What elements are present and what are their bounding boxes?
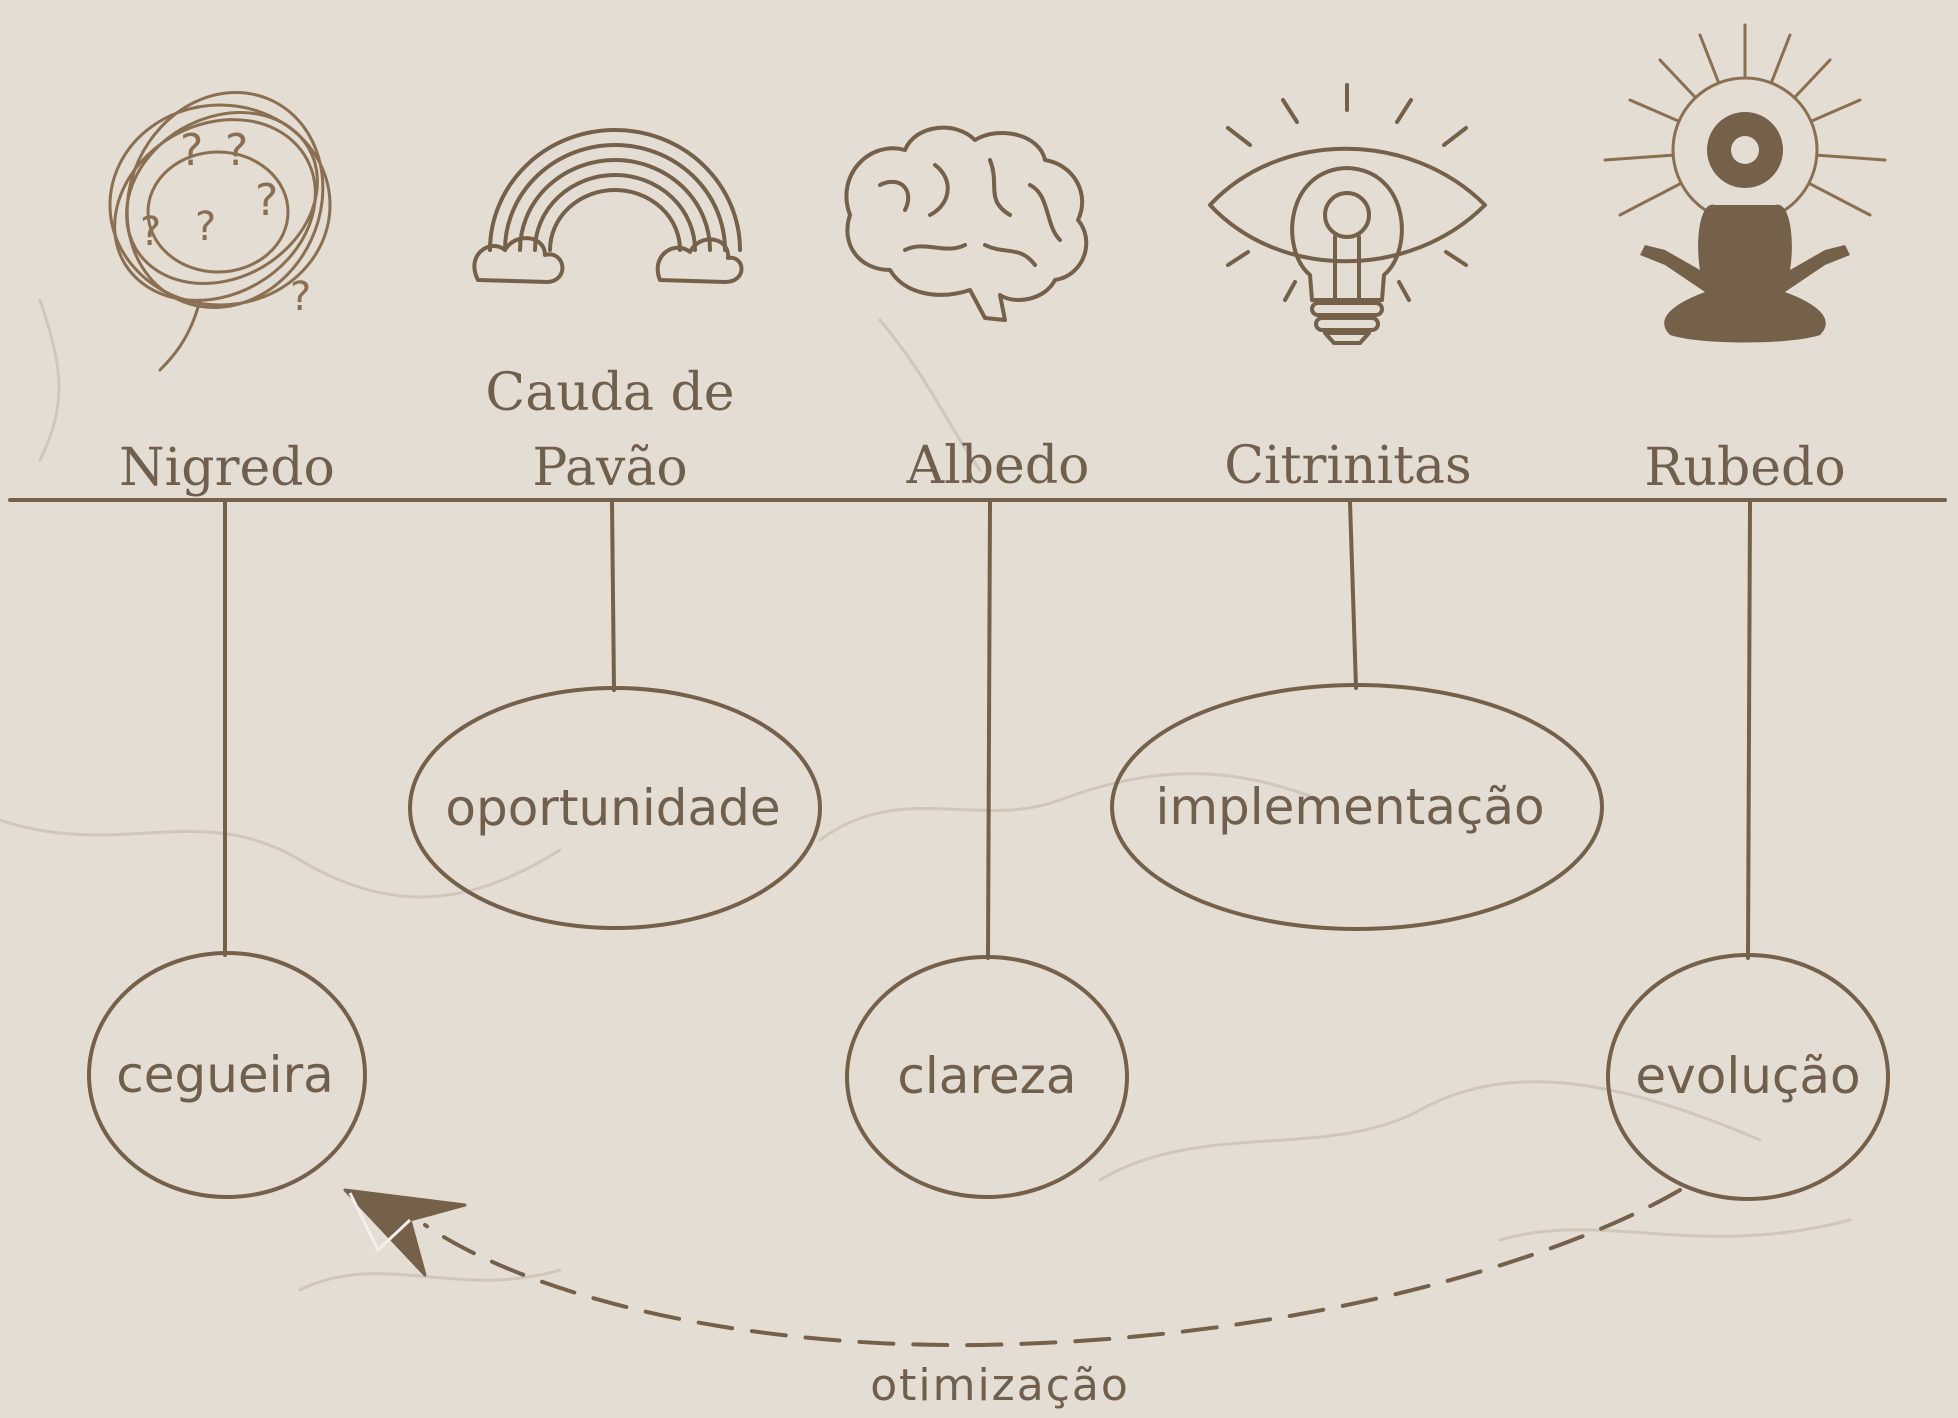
node-clareza (845, 955, 1129, 1199)
node-label-evolucao: evolução (1635, 1047, 1860, 1105)
stage-labels: Nigredo Cauda de Pavão Albedo Citrinitas… (119, 363, 1845, 498)
stage-label-rubedo: Rubedo (1644, 438, 1845, 498)
svg-text:?: ? (180, 125, 203, 176)
parchment-texture (0, 298, 1852, 1292)
stage-label-cauda-line2: Pavão (532, 438, 687, 498)
connector-rubedo (1746, 500, 1752, 960)
loop-arrowhead (343, 1188, 467, 1277)
stage-label-albedo: Albedo (906, 436, 1090, 496)
node-label-implementacao: implementação (1155, 778, 1544, 836)
node-implementacao (1110, 683, 1604, 931)
optimization-loop: otimização (343, 1188, 1682, 1411)
connector-cauda (610, 500, 616, 692)
stage-label-cauda-line1: Cauda de (485, 363, 734, 423)
tangled-question-marks-icon: ? ? ? ? ? ? (108, 91, 332, 372)
node-oportunidade (408, 686, 822, 930)
svg-text:?: ? (225, 125, 248, 176)
rainbow-icon (472, 128, 744, 284)
loop-arrow-path (423, 1188, 1682, 1348)
meditating-figure-icon (1603, 23, 1887, 343)
eye-lightbulb-icon (1208, 83, 1487, 345)
loop-label: otimização (870, 1360, 1130, 1411)
node-label-oportunidade: oportunidade (445, 779, 780, 837)
node-cegueira (87, 951, 367, 1199)
connector-citrinitas (1348, 500, 1358, 690)
stage-label-citrinitas: Citrinitas (1224, 436, 1472, 496)
brain-icon (844, 125, 1089, 322)
svg-text:?: ? (255, 175, 278, 226)
connectors (223, 500, 1752, 960)
svg-text:?: ? (195, 204, 216, 250)
svg-text:?: ? (140, 209, 161, 255)
svg-text:?: ? (290, 274, 311, 320)
connector-albedo (986, 500, 992, 960)
outcome-nodes: cegueira oportunidade clareza implementa… (87, 683, 1890, 1201)
node-label-cegueira: cegueira (116, 1046, 334, 1104)
stage-label-nigredo: Nigredo (119, 438, 335, 498)
node-label-clareza: clareza (897, 1047, 1076, 1105)
node-evolucao (1606, 953, 1890, 1201)
